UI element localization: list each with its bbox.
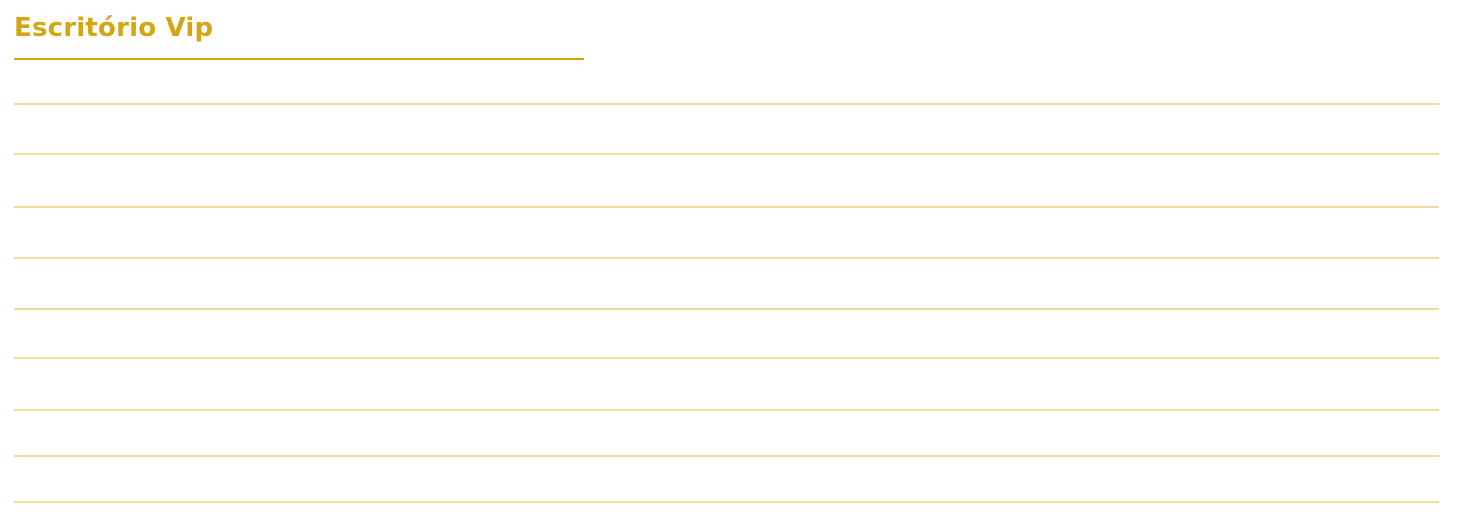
divider-line (14, 206, 1439, 208)
divider-line (14, 308, 1439, 310)
divider-line (14, 153, 1439, 155)
divider-line (14, 409, 1439, 411)
divider-line (14, 357, 1439, 359)
divider-line (14, 455, 1439, 457)
divider-line (14, 103, 1439, 105)
title-underline (14, 58, 584, 60)
lined-list (14, 0, 1439, 526)
divider-line (14, 501, 1439, 503)
section-title: Escritório Vip (14, 13, 214, 43)
divider-line (14, 257, 1439, 259)
